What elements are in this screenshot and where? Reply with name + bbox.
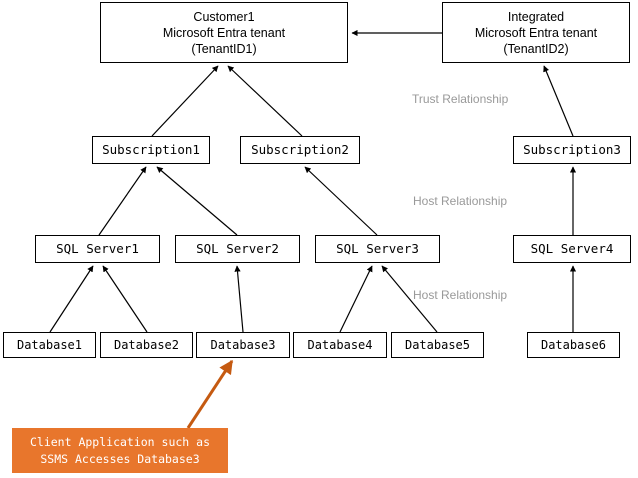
subscription1-line: Subscription1 xyxy=(102,142,200,157)
edge-sql-server1-to-subscription1 xyxy=(98,166,147,236)
edge-label-host-relationship-database: Host Relationship xyxy=(413,288,508,302)
sql-server4[interactable]: SQL Server4 xyxy=(513,235,631,263)
edge-subscription1-to-customer1 xyxy=(151,65,219,137)
database5[interactable]: Database5 xyxy=(391,332,484,358)
tenant-integrated-line: Integrated xyxy=(507,9,565,24)
sql-server1[interactable]: SQL Server1 xyxy=(35,235,160,263)
database5-line: Database5 xyxy=(404,338,471,352)
tenant-integrated-line: Microsoft Entra tenant xyxy=(474,25,598,40)
edge-database3-to-sql-server2 xyxy=(234,265,244,333)
subscription1[interactable]: Subscription1 xyxy=(92,136,210,164)
tenant-customer1-line: (TenantID1) xyxy=(191,41,257,56)
edge-subscription3-to-integrated xyxy=(543,65,574,137)
sql-server3[interactable]: SQL Server3 xyxy=(315,235,440,263)
callout-line: Client Application such as xyxy=(29,434,210,449)
tenant-integrated-line: (TenantID2) xyxy=(503,41,569,56)
database1-line: Database1 xyxy=(16,338,83,352)
callout-line: SSMS Accesses Database3 xyxy=(40,451,200,466)
database4-line: Database4 xyxy=(307,338,373,352)
edge-database2-to-sql-server1 xyxy=(102,265,148,333)
sql-server1-line: SQL Server1 xyxy=(56,241,139,256)
sql-server2-line: SQL Server2 xyxy=(196,241,279,256)
edge-database5-to-sql-server3 xyxy=(381,265,438,333)
database6-line: Database6 xyxy=(540,338,607,352)
database3-line: Database3 xyxy=(210,338,276,352)
callout-arrow-group xyxy=(186,359,234,429)
sql-server3-line: SQL Server3 xyxy=(336,241,419,256)
edge-database1-to-sql-server1 xyxy=(49,265,94,333)
database3[interactable]: Database3 xyxy=(196,332,290,358)
database1[interactable]: Database1 xyxy=(3,332,96,358)
tenant-customer1-line: Microsoft Entra tenant xyxy=(162,25,286,40)
edge-database4-to-sql-server3 xyxy=(339,265,373,333)
database6[interactable]: Database6 xyxy=(527,332,620,358)
subscription3[interactable]: Subscription3 xyxy=(513,136,631,164)
callout-arrow xyxy=(186,359,234,429)
tenant-customer1-line: Customer1 xyxy=(193,9,255,24)
edge-sql-server2-to-subscription1 xyxy=(156,166,238,236)
database4[interactable]: Database4 xyxy=(293,332,387,358)
sql-server2[interactable]: SQL Server2 xyxy=(175,235,300,263)
database2[interactable]: Database2 xyxy=(100,332,193,358)
edge-lines xyxy=(49,29,577,333)
subscription3-line: Subscription3 xyxy=(523,142,621,157)
callout-client-application[interactable]: Client Application such as SSMS Accesses … xyxy=(12,428,228,473)
subscription2[interactable]: Subscription2 xyxy=(240,136,360,164)
database2-line: Database2 xyxy=(113,338,180,352)
edge-sql-server3-to-subscription2 xyxy=(304,166,378,236)
sql-server4-line: SQL Server4 xyxy=(530,241,614,256)
edge-label-trust-relationship: Trust Relationship xyxy=(412,92,509,106)
subscription2-line: Subscription2 xyxy=(251,142,349,157)
edge-label-host-relationship-subscription: Host Relationship xyxy=(413,194,508,208)
edge-subscription2-to-customer1 xyxy=(227,65,303,137)
